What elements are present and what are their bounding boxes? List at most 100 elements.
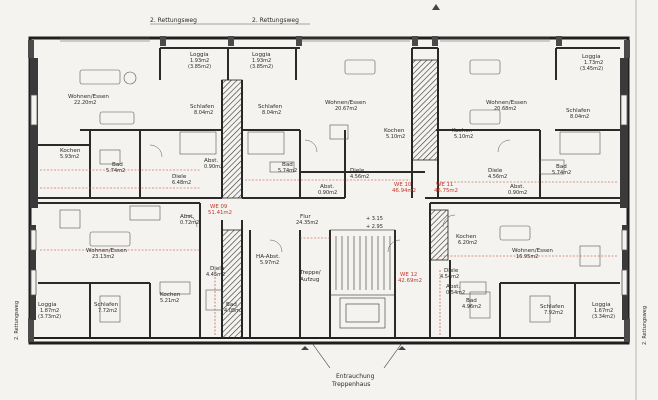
room-loggia-1-area: 1.93m2 [190,58,209,64]
bottom-label-2: Treppenhaus [331,381,370,388]
room-abst-4-area: 0.72m2 [180,220,199,226]
room-bad-2-name: Bad [282,162,293,168]
room-schlafen-2-area: 8.04m2 [262,110,281,116]
room-wohnen-3-name: Wohnen/Essen [486,100,527,106]
room-schlafen-1-name: Schlafen [190,104,215,110]
room-loggia-2-name: Loggia [252,52,271,58]
room-bad-1-area: 5.74m2 [106,168,125,174]
room-diele-5-name: Diele [444,268,459,274]
installation-shafts [221,59,449,339]
room-diele-5-area: 4.54m2 [440,274,459,280]
room-loggia-3-name: Loggia [582,54,601,60]
room-bad-3-name: Bad [556,164,567,170]
red-markings [40,169,618,335]
room-labels: Loggia 1.93m2 (3.85m2) Loggia 1.93m2 (3.… [38,52,615,320]
room-wohnen-2-area: 20.67m2 [335,106,357,112]
entrance-markers [301,4,440,350]
room-flur-area: 24.35m2 [296,220,318,226]
level-mark-1: + 3.15 [366,216,383,222]
bottom-label-1: Entrauchung [336,373,375,380]
room-bad-5-area: 4.96m2 [462,304,481,310]
bottom-leader-lines [311,342,403,369]
room-kochen-3-name: Kochen [452,128,473,134]
room-bad-4-name: Bad [226,302,237,308]
room-wohnen-4-area: 23.13m2 [92,254,114,260]
room-flur-name: Flur [300,214,311,220]
room-abst-5-name: Abst. [446,284,460,290]
room-loggia-4-name: Loggia [38,302,57,308]
room-abst-3-area: 0.90m2 [508,190,527,196]
room-kochen-1-area: 5.93m2 [60,154,79,160]
room-abst-3-name: Abst. [510,184,524,190]
room-loggia-3-note: (3.45m2) [580,66,603,72]
door-swings [149,139,511,253]
room-wohnen-3-area: 20.68m2 [494,106,516,112]
room-kochen-5-area: 6.20m2 [458,240,477,246]
room-loggia-1-note: (3.85m2) [188,64,211,70]
room-treppe-sub: Aufzug [300,277,320,283]
interior-walls [38,47,620,284]
room-abst-4-name: Abst. [180,214,194,220]
room-diele-1-name: Diele [172,174,187,180]
unit-we09-area: 51.41m2 [208,210,232,216]
room-loggia-5-note: (3.34m2) [592,314,615,320]
unit-we12-area: 42.69m2 [398,278,422,284]
room-wohnen-1-area: 22.20m2 [74,100,96,106]
room-diele-4-name: Diele [210,266,225,272]
wall-pillars [28,36,630,342]
room-diele-4-area: 4.45m2 [206,272,225,278]
room-loggia-5-area: 1.67m2 [594,308,613,314]
room-bad-4-area: 4.05m2 [224,308,243,314]
room-ha-abst-area: 5.97m2 [260,260,279,266]
unit-we11-area: 46.75m2 [434,188,458,194]
rettungsweg-top-left: 2. Rettungsweg [150,17,197,24]
unit-we10-area: 46.94m2 [392,188,416,194]
room-kochen-1-name: Kochen [60,148,81,154]
room-schlafen-3-name: Schlafen [566,108,591,114]
unit-we11-label: WE 11 [436,182,453,188]
room-bad-3-area: 5.74m2 [552,170,571,176]
room-treppe-name: Treppe/ [299,270,321,276]
side-windows [30,94,628,296]
room-loggia-4-area: 1.87m2 [40,308,59,314]
furniture [59,59,601,323]
room-loggia-2-area: 1.93m2 [252,58,271,64]
room-wohnen-2-name: Wohnen/Essen [325,100,366,106]
room-bad-1-name: Bad [112,162,123,168]
room-wohnen-5-name: Wohnen/Essen [512,248,553,254]
room-schlafen-4-area: 7.72m2 [98,308,117,314]
room-diele-2-name: Diele [350,168,365,174]
room-abst-5-area: 0.54m2 [446,290,465,296]
unit-we10-label: WE 10 [394,182,412,188]
room-wohnen-5-area: 16.95m2 [516,254,538,260]
room-loggia-4-note: (3.73m2) [38,314,61,320]
room-kochen-4-area: 5.21m2 [160,298,179,304]
room-diele-1-area: 6.48m2 [172,180,191,186]
room-abst-2-area: 0.90m2 [318,190,337,196]
room-schlafen-1-area: 8.04m2 [194,110,213,116]
room-loggia-2-note: (3.85m2) [250,64,273,70]
unit-labels: WE 09 51.41m2 WE 10 46.94m2 WE 11 46.75m… [208,182,458,284]
room-abst-2-name: Abst. [320,184,334,190]
room-kochen-4-name: Kochen [160,292,181,298]
room-loggia-1-name: Loggia [190,52,209,58]
level-mark-2: + 2.95 [366,224,383,230]
room-ha-abst-name: HA-Abst. [256,254,280,260]
room-bad-5-name: Bad [466,298,477,304]
top-windows [60,37,550,42]
room-abst-1-name: Abst. [204,158,218,164]
room-loggia-3-area: 1.73m2 [584,60,603,66]
rettungsweg-top-right: 2. Rettungsweg [252,17,299,24]
room-kochen-5-name: Kochen [456,234,477,240]
room-diele-3-name: Diele [488,168,503,174]
room-wohnen-1-name: Wohnen/Essen [68,94,109,100]
room-loggia-5-name: Loggia [592,302,611,308]
room-schlafen-3-area: 8.04m2 [570,114,589,120]
room-schlafen-5-area: 7.92m2 [544,310,563,316]
room-schlafen-4-name: Schlafen [94,302,119,308]
room-diele-2-area: 4.56m2 [350,174,369,180]
unit-we09-label: WE 09 [210,204,228,210]
room-wohnen-4-name: Wohnen/Essen [86,248,127,254]
